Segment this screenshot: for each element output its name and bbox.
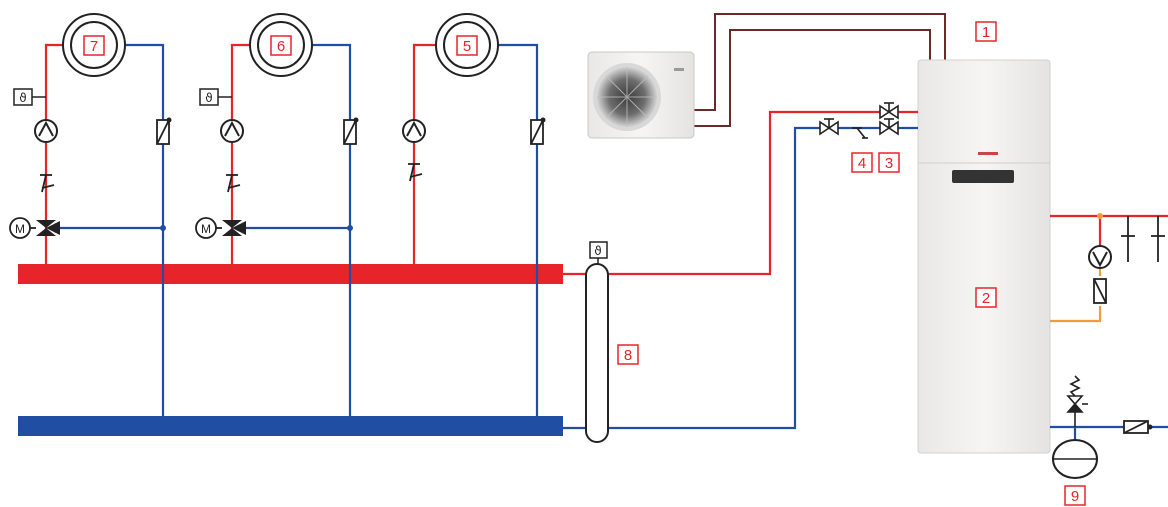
refrigerant-lines <box>690 13 946 127</box>
circulation-pump-7 <box>34 119 58 143</box>
shutoff-valve-return <box>879 118 899 136</box>
label-9: 9 <box>1064 485 1086 506</box>
svg-text:6: 6 <box>277 38 285 55</box>
outdoor-unit <box>587 51 695 139</box>
dhw-outlet-taps <box>1121 216 1165 262</box>
svg-text:8: 8 <box>624 347 632 364</box>
expansion-vessel <box>1052 439 1098 479</box>
mixing-valve-7 <box>30 220 60 236</box>
shutoff-valve-filter <box>819 118 839 136</box>
svg-text:3: 3 <box>885 155 893 172</box>
check-valve-icon <box>408 163 423 182</box>
junction-dot <box>347 225 353 231</box>
indoor-unit <box>917 59 1051 454</box>
label-5: 5 <box>456 35 478 56</box>
circulation-pump-6 <box>220 119 244 143</box>
svg-text:M: M <box>15 222 25 236</box>
non-return-valve-icon <box>343 117 359 145</box>
indoor-supply-stub <box>825 110 918 130</box>
junction-dot <box>160 225 166 231</box>
svg-text:7: 7 <box>90 38 98 55</box>
non-return-valve-horizontal-icon <box>1123 420 1153 434</box>
heating-circuit-6 <box>230 43 352 416</box>
svg-text:1: 1 <box>982 24 990 41</box>
dhw-circulation-pump <box>1088 245 1112 269</box>
safety-valve-icon <box>1066 375 1088 427</box>
return-header <box>18 416 563 436</box>
svg-text:ϑ: ϑ <box>594 244 601 258</box>
non-return-valve-icon <box>530 117 546 145</box>
label-4: 4 <box>851 152 873 173</box>
svg-text:M: M <box>201 222 211 236</box>
svg-text:5: 5 <box>463 38 471 55</box>
label-8: 8 <box>617 344 639 365</box>
supply-header <box>18 264 563 284</box>
check-valve-icon <box>226 174 241 193</box>
non-return-valve-icon <box>156 117 172 145</box>
svg-text:2: 2 <box>982 290 990 307</box>
temperature-sensor-6: ϑ <box>199 88 232 106</box>
heating-circuit-5 <box>412 43 539 416</box>
svg-text:9: 9 <box>1071 488 1079 505</box>
buffer-tank <box>585 263 609 443</box>
heating-circuit-7 <box>44 43 165 416</box>
circulation-pump-5 <box>402 119 426 143</box>
svg-text:4: 4 <box>858 155 866 172</box>
label-3: 3 <box>878 152 900 173</box>
svg-text:ϑ: ϑ <box>205 91 212 105</box>
label-6: 6 <box>270 35 292 56</box>
junction-dot <box>1097 213 1103 219</box>
temperature-sensor-7: ϑ <box>13 88 46 106</box>
label-1: 1 <box>975 21 997 42</box>
dirt-filter-icon <box>852 127 868 139</box>
label-7: 7 <box>83 35 105 56</box>
check-valve-icon <box>40 174 55 193</box>
valve-motor-6: M <box>195 217 217 239</box>
svg-text:ϑ: ϑ <box>19 91 26 105</box>
label-2: 2 <box>975 287 997 308</box>
buffer-pipes <box>563 110 830 430</box>
temperature-sensor-8: ϑ <box>589 241 608 259</box>
non-return-valve-icon <box>1093 278 1107 304</box>
mixing-valve-6 <box>216 220 246 236</box>
valve-motor-7: M <box>9 217 31 239</box>
shutoff-valve-supply <box>879 102 899 120</box>
